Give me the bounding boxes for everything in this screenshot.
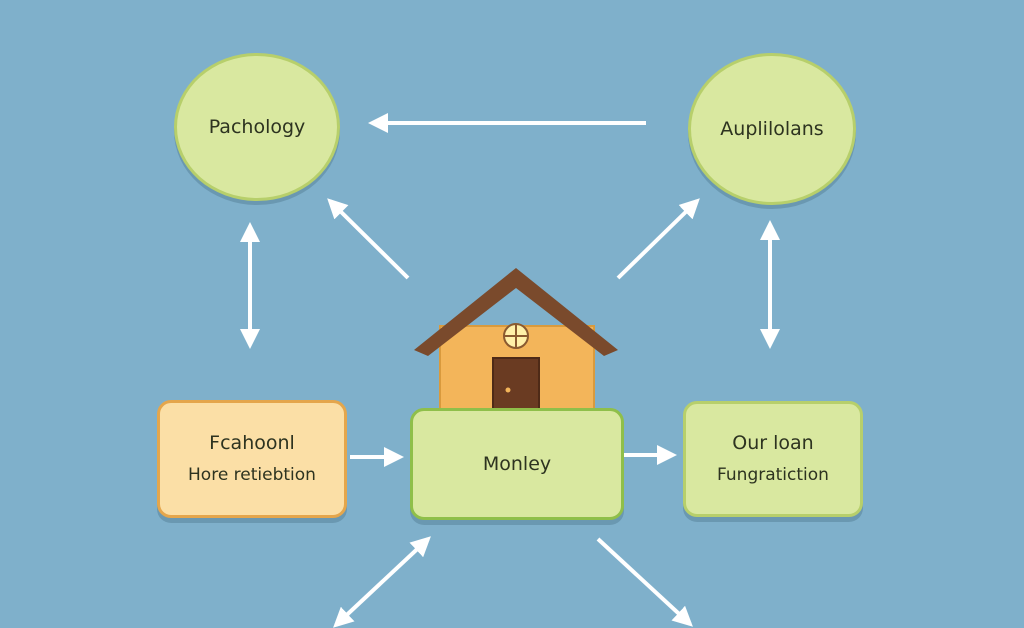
node-top-right-label: Auplilolans <box>720 118 824 140</box>
node-top-left-label: Pachology <box>208 116 306 138</box>
node-center-label: Monley <box>482 453 552 475</box>
node-top-left: Pachology <box>174 53 340 201</box>
arrow-bottom-right-diagonal <box>596 537 693 627</box>
arrow-center-to-top-right <box>616 198 700 280</box>
arrow-bottom-left-diagonal <box>333 536 431 628</box>
node-bottom-left: Fcahoonl Hore retiebtion <box>157 400 347 518</box>
node-bottom-left-title: Fcahoonl <box>209 432 295 454</box>
node-bottom-left-subtitle: Hore retiebtion <box>188 465 316 485</box>
node-bottom-right-subtitle: Fungratiction <box>717 465 829 485</box>
node-bottom-right-title: Our loan <box>732 432 814 454</box>
node-bottom-right: Our loan Fungratiction <box>683 401 863 517</box>
node-top-right: Auplilolans <box>688 53 856 205</box>
house-icon <box>414 268 618 416</box>
node-center: Monley <box>410 408 624 520</box>
arrow-center-to-top-left <box>327 198 410 280</box>
